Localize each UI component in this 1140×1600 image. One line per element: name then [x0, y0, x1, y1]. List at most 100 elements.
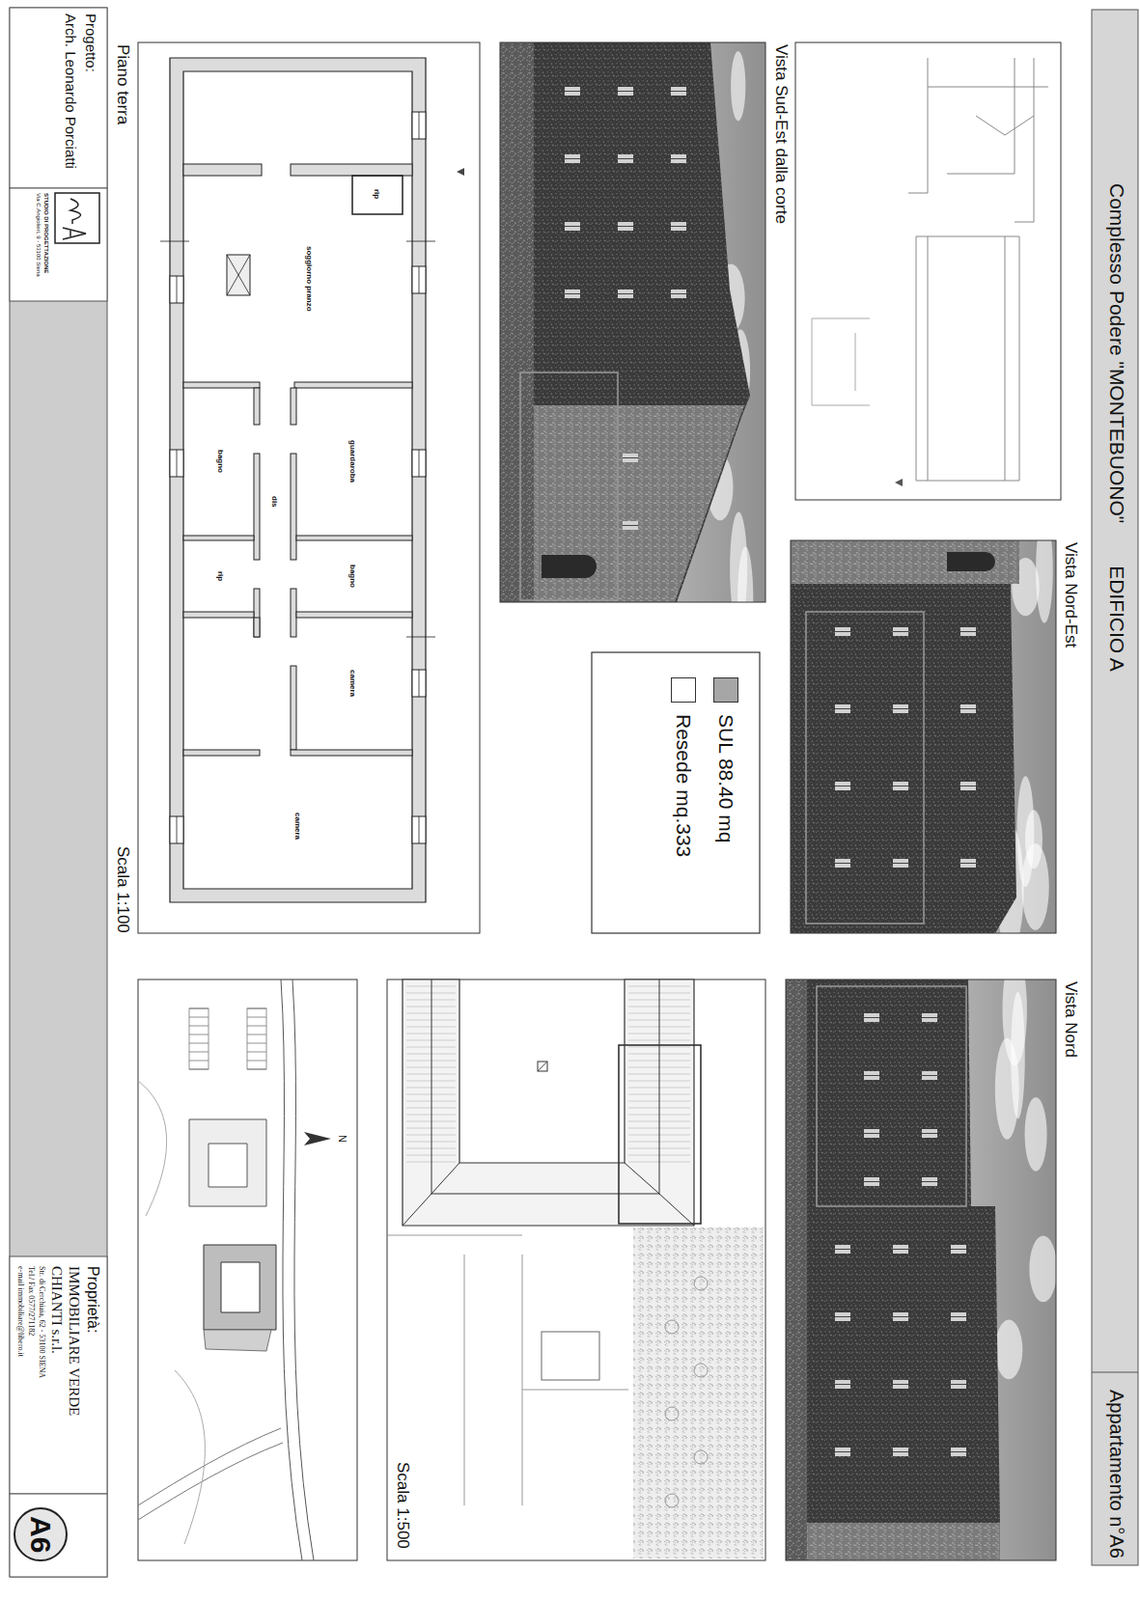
- parking-row: [247, 1008, 267, 1070]
- window-bar: [863, 1133, 880, 1135]
- owner-name: IMMOBILIARE VERDE CHIANTI s.r.l.: [48, 1266, 83, 1439]
- window: [617, 154, 634, 164]
- designer-name: Arch. Leonardo Porciatti: [62, 13, 80, 169]
- title-block-cell: [9, 1494, 108, 1578]
- title-group: Complesso Podere "MONTEBUONO" EDIFICIO A: [1105, 183, 1129, 672]
- window-bar: [960, 862, 976, 864]
- window-bar: [921, 1075, 938, 1077]
- road: [138, 1428, 283, 1521]
- title-band: [1091, 9, 1139, 1566]
- tree-symbol: [694, 1363, 708, 1378]
- building: [785, 979, 1001, 1561]
- window: [950, 1312, 967, 1322]
- tree-symbol: [694, 1450, 708, 1465]
- parking-stall: [247, 1026, 267, 1028]
- window: [921, 1177, 938, 1187]
- partition-wall: [294, 382, 413, 389]
- window-bar: [950, 1384, 967, 1386]
- window-bar: [564, 158, 581, 160]
- room-name: guardaroba: [348, 440, 358, 483]
- window: [834, 627, 851, 637]
- resede-area: [203, 1330, 272, 1352]
- window-opening: [412, 111, 426, 140]
- logo-box: [55, 193, 100, 244]
- window: [564, 154, 581, 164]
- window: [863, 1071, 880, 1081]
- site-outline: [387, 1235, 629, 1506]
- window-bar: [622, 525, 639, 527]
- arched-window: [946, 552, 996, 572]
- partition-wall: [290, 164, 413, 176]
- partition-wall: [290, 453, 297, 560]
- photo: [785, 979, 1057, 1561]
- studio-address: Via C.Angiolieri, 9 - 53100 Siena: [34, 193, 42, 278]
- tree-symbol: [665, 1320, 679, 1335]
- key-plan: [811, 57, 1049, 487]
- window-glass: [418, 449, 420, 477]
- legend-frame: [591, 652, 760, 934]
- ridge: [659, 979, 661, 1195]
- road: [292, 979, 314, 1561]
- window-bar: [892, 785, 909, 787]
- window-opening: [169, 816, 184, 844]
- legend: SUL 88.40 mqResede mq.333: [670, 677, 739, 858]
- window-opening: [412, 449, 426, 477]
- legend-swatch: [713, 677, 739, 703]
- partition-wall: [183, 750, 260, 756]
- window: [960, 781, 976, 791]
- window: [834, 1312, 851, 1322]
- owner-phone: Tel./ Fax 0577/271182: [27, 1266, 36, 1336]
- window-opening: [412, 266, 426, 294]
- window-bar: [617, 90, 634, 92]
- window: [921, 1129, 938, 1139]
- roof: [402, 979, 695, 1226]
- window: [921, 1071, 938, 1081]
- window-bar: [834, 631, 851, 633]
- window: [863, 1129, 880, 1139]
- window-bar: [921, 1181, 938, 1183]
- title-block-cell: [9, 7, 108, 189]
- owner-email: e-mail immobiliare@libero.it: [16, 1266, 26, 1358]
- studio-block: STUDIO DI PROGETTAZIONEVia C.Angiolieri,…: [34, 193, 50, 278]
- tower: [790, 540, 1020, 584]
- sheet-title: Complesso Podere "MONTEBUONO": [1105, 183, 1129, 524]
- highlight-frame: [520, 372, 618, 601]
- hip: [624, 1163, 660, 1195]
- window: [564, 289, 581, 299]
- window: [950, 1447, 967, 1457]
- window: [617, 86, 634, 96]
- room-name: soggiorno pranzo: [305, 246, 314, 312]
- window-bar: [950, 1451, 967, 1453]
- window: [670, 289, 687, 299]
- parking-stall: [247, 1017, 267, 1019]
- window-bar: [564, 90, 581, 92]
- designer-heading: Progetto:: [83, 13, 100, 73]
- window: [834, 704, 851, 714]
- window-bar: [892, 1249, 909, 1251]
- road: [280, 979, 303, 1561]
- window-glass: [418, 669, 420, 697]
- window: [670, 222, 687, 231]
- sheet-subtitle: EDIFICIO A: [1105, 565, 1129, 672]
- window-bar: [863, 1181, 880, 1183]
- sheet-number-circle: [14, 1508, 67, 1561]
- partition-wall: [296, 611, 413, 618]
- photo: [790, 540, 1057, 934]
- ridge: [431, 1194, 660, 1196]
- designer-block: Progetto:Arch. Leonardo Porciatti: [62, 13, 101, 169]
- tower: [785, 1523, 1001, 1561]
- site-plan: [387, 979, 764, 1559]
- window-bar: [834, 708, 851, 710]
- window-bar: [892, 1316, 909, 1318]
- partition-wall: [253, 388, 260, 425]
- building-outline: [189, 1119, 267, 1207]
- facade: [522, 405, 745, 603]
- garden-area: [633, 1227, 764, 1559]
- title-block-cell: [9, 188, 108, 302]
- window-bar: [834, 1384, 851, 1386]
- partition-wall: [290, 666, 297, 751]
- fireplace-line: [226, 254, 251, 296]
- ground: [500, 42, 534, 603]
- window: [892, 1245, 909, 1254]
- north-label: N: [336, 1135, 350, 1143]
